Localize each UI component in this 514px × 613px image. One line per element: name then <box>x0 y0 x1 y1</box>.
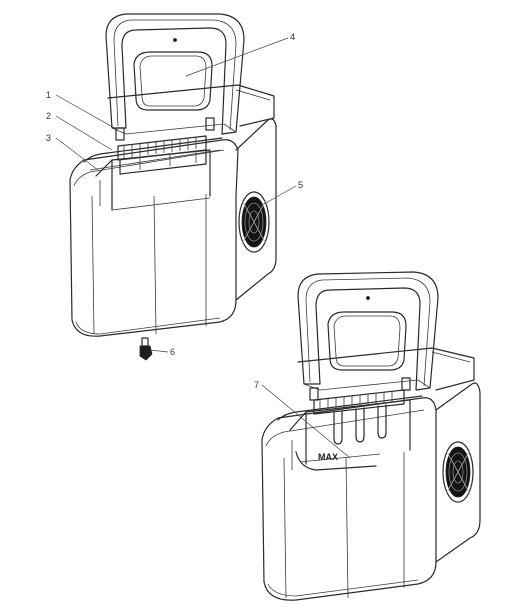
callout-6: 6 <box>170 347 175 357</box>
unit1-ice-basket <box>95 159 113 211</box>
ice-maker-unit-max-level: MAX <box>261 271 481 601</box>
callout-leaders <box>55 37 351 459</box>
unit2-lid <box>297 271 439 391</box>
unit1-drain-plug <box>139 337 153 361</box>
unit1-body-front <box>69 139 239 337</box>
leader-2 <box>55 115 113 151</box>
unit2-right-hinge <box>401 377 411 391</box>
callout-3: 3 <box>46 133 51 143</box>
callout-5: 5 <box>298 180 303 190</box>
unit1-lid-window <box>133 51 213 111</box>
unit2-lid-window <box>327 311 407 371</box>
callout-4: 4 <box>290 32 295 42</box>
unit2-fan-vent <box>442 441 474 503</box>
unit2-body-front <box>261 397 437 601</box>
unit2-body-side <box>435 382 481 563</box>
unit1-body-side <box>235 118 277 301</box>
callout-2: 2 <box>46 111 51 121</box>
leader-3 <box>55 137 99 171</box>
leader-1 <box>55 94 119 131</box>
callout-7: 7 <box>254 380 259 390</box>
leader-7 <box>261 384 351 459</box>
unit2-evaporator-fingers <box>313 389 405 445</box>
leader-6 <box>149 349 169 353</box>
leader-5 <box>263 185 297 205</box>
unit1-evaporator-comb <box>117 135 207 175</box>
leader-4 <box>185 37 289 77</box>
unit1-lid <box>105 13 245 135</box>
callout-1: 1 <box>46 90 51 100</box>
unit2-left-hinge <box>309 387 319 401</box>
unit1-right-hinge <box>205 117 215 131</box>
ice-maker-unit-open-lid <box>69 13 277 361</box>
max-water-level-label: MAX <box>318 452 338 462</box>
unit1-fan-vent <box>238 191 270 253</box>
